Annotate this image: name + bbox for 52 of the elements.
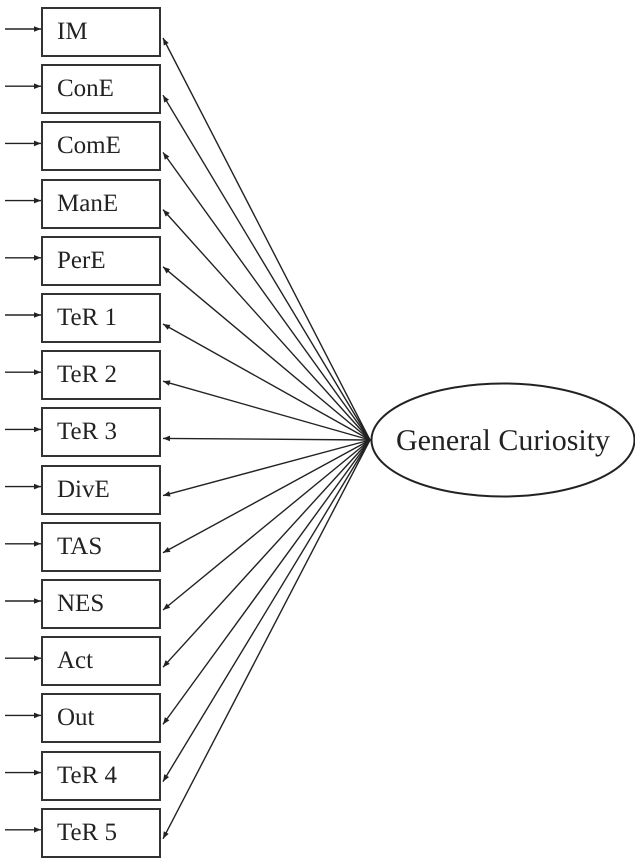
- error-arrow: [5, 83, 41, 89]
- error-arrow: [5, 770, 41, 776]
- variable-label: TeR 5: [57, 818, 118, 847]
- observed-variable-box: [41, 178, 161, 229]
- observed-variable-box: [41, 750, 161, 801]
- observed-variable-box: [41, 121, 161, 172]
- variable-label: TeR 1: [57, 304, 118, 332]
- observed-variable-box: [41, 808, 161, 858]
- observed-variable-box: [41, 350, 161, 400]
- error-arrow: [5, 541, 41, 547]
- variable-label: IM: [57, 18, 88, 46]
- variable-label: TAS: [57, 532, 102, 561]
- variable-label: ConE: [57, 75, 114, 104]
- error-arrow: [5, 827, 41, 833]
- variable-label: TeR 2: [57, 361, 118, 390]
- variable-label: NES: [57, 590, 104, 618]
- observed-variable-box: [41, 693, 161, 744]
- loading-arrow: [163, 436, 370, 442]
- observed-variable-box: [41, 522, 161, 572]
- observed-variable-box: [41, 236, 161, 286]
- variable-label: PerE: [57, 246, 106, 275]
- latent-variable-label: General Curiosity: [396, 424, 610, 456]
- error-arrow: [5, 312, 41, 318]
- error-arrow: [5, 484, 41, 490]
- error-arrow: [5, 26, 41, 32]
- error-arrow: [5, 198, 41, 204]
- observed-variable-box: [41, 636, 161, 686]
- variable-label: Out: [57, 704, 94, 732]
- variable-label: ManE: [57, 190, 118, 218]
- loading-arrow: [162, 323, 370, 441]
- variable-label: TeR 3: [57, 418, 118, 446]
- loading-arrow: [162, 439, 370, 554]
- variable-label: DivE: [57, 476, 110, 504]
- loading-arrow: [162, 439, 370, 496]
- observed-variable-box: [41, 7, 161, 57]
- error-arrow: [5, 655, 41, 661]
- variable-label: ComE: [57, 132, 121, 160]
- error-arrow: [5, 369, 41, 375]
- observed-variable-box: [41, 293, 161, 343]
- loading-arrow: [162, 439, 370, 611]
- variable-label: Act: [57, 647, 94, 676]
- observed-variable-box: [41, 407, 161, 458]
- loading-arrow: [162, 380, 370, 441]
- error-arrow: [5, 255, 41, 261]
- error-arrow: [5, 426, 41, 432]
- observed-variable-box: [41, 464, 161, 515]
- error-arrow: [5, 598, 41, 604]
- observed-variable-box: [41, 64, 161, 114]
- error-arrow: [5, 140, 41, 146]
- observed-variable-box: [41, 579, 161, 629]
- variable-label: TeR 4: [57, 762, 118, 790]
- error-arrow: [5, 712, 41, 718]
